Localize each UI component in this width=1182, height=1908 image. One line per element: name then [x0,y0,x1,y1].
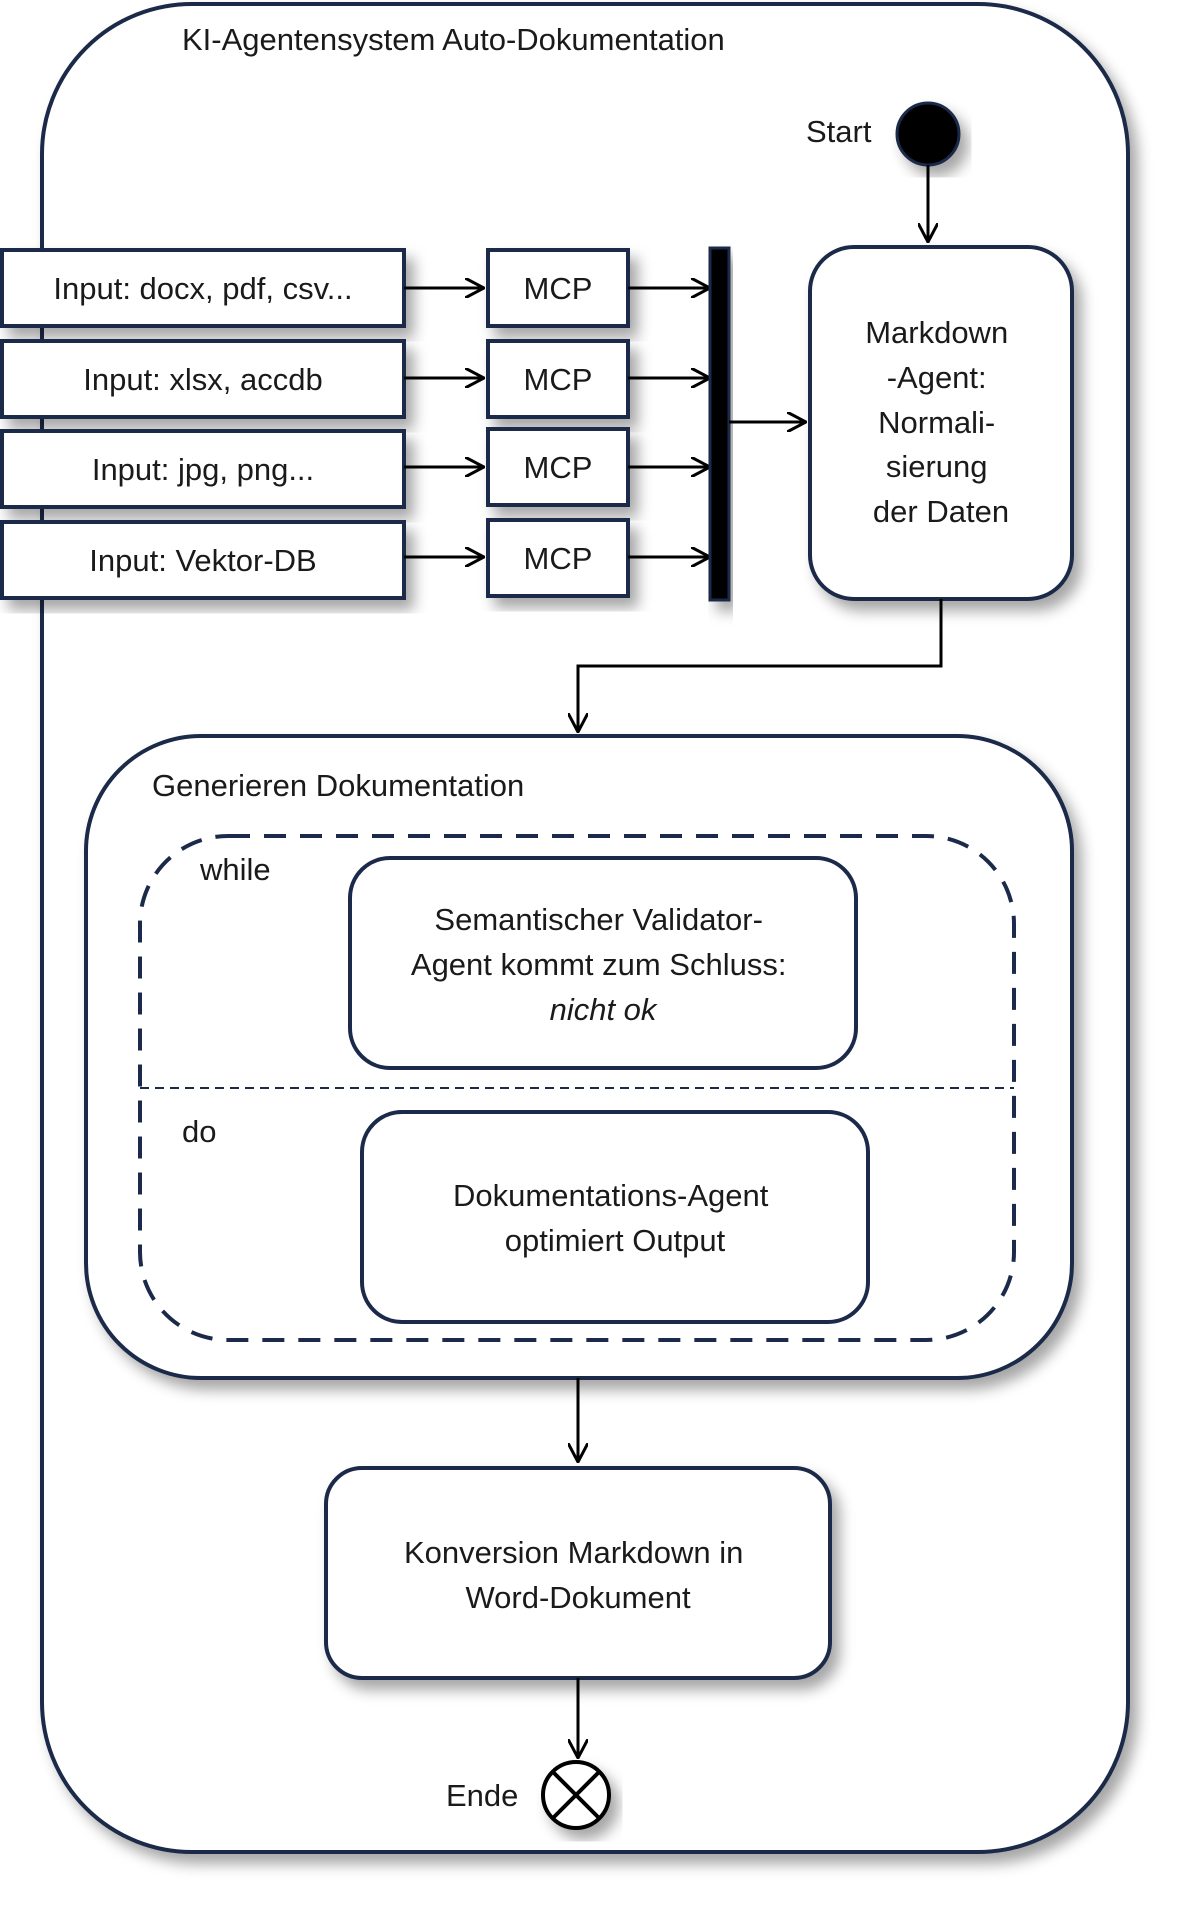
mcp-label-4: MCP [524,541,593,576]
while-label: while [199,852,271,887]
end-node [541,1760,611,1830]
svg-text:Semantischer Validator-: Semantischer Validator- Agent kommt zum … [411,902,795,1027]
generate-title: Generieren Dokumentation [152,768,524,803]
start-node [895,101,961,167]
doc-agent-line-1: Dokumentations-Agent [453,1178,769,1213]
input-box-3: Input: jpg, png... [0,429,406,509]
validator-node: Semantischer Validator- Agent kommt zum … [348,856,858,1070]
input-label-2: Input: xlsx, accdb [83,362,323,397]
markdown-agent-line-4: sierung [886,449,988,484]
markdown-agent-node: Markdown -Agent: Normali- sierung der Da… [808,245,1074,601]
conversion-line-2: Word-Dokument [465,1580,691,1615]
input-label-4: Input: Vektor-DB [89,543,316,578]
input-label-3: Input: jpg, png... [92,452,314,487]
svg-text:Konversion Markdown in W: Konversion Markdown in Word-Dokument [404,1535,752,1615]
mcp-box-2: MCP [486,339,630,419]
svg-text:Dokumentations-Agent opt: Dokumentations-Agent optimiert Output [453,1178,777,1258]
mcp-box-4: MCP [486,518,630,598]
validator-line-2: Agent kommt zum Schluss: [411,947,787,982]
mcp-label-3: MCP [524,450,593,485]
input-box-2: Input: xlsx, accdb [0,339,406,419]
input-box-1: Input: docx, pdf, csv... [0,248,406,328]
join-bar [708,246,731,602]
svg-text:Markdown -Agent: N: Markdown -Agent: Normali- sierung der Da… [865,315,1017,529]
input-label-1: Input: docx, pdf, csv... [53,271,352,306]
mcp-label-2: MCP [524,362,593,397]
do-label: do [182,1114,216,1149]
doc-agent-line-2: optimiert Output [505,1223,726,1258]
doc-agent-node: Dokumentations-Agent optimiert Output [360,1110,870,1324]
mcp-box-3: MCP [486,427,630,507]
markdown-agent-line-2: -Agent: [887,360,987,395]
start-label: Start [806,114,872,149]
markdown-agent-line-3: Normali- [878,405,995,440]
end-label: Ende [446,1778,518,1813]
markdown-agent-line-5: der Daten [873,494,1009,529]
markdown-agent-line-1: Markdown [865,315,1008,350]
arrow-markdown-to-generate [578,599,943,732]
input-box-4: Input: Vektor-DB [0,520,406,600]
mcp-box-1: MCP [486,248,630,328]
conversion-line-1: Konversion Markdown in [404,1535,743,1570]
validator-line-1: Semantischer Validator- [434,902,763,937]
validator-line-3: nicht ok [550,992,658,1027]
mcp-label-1: MCP [524,271,593,306]
system-title: KI-Agentensystem Auto-Dokumentation [182,22,725,57]
conversion-node: Konversion Markdown in Word-Dokument [324,1466,832,1680]
